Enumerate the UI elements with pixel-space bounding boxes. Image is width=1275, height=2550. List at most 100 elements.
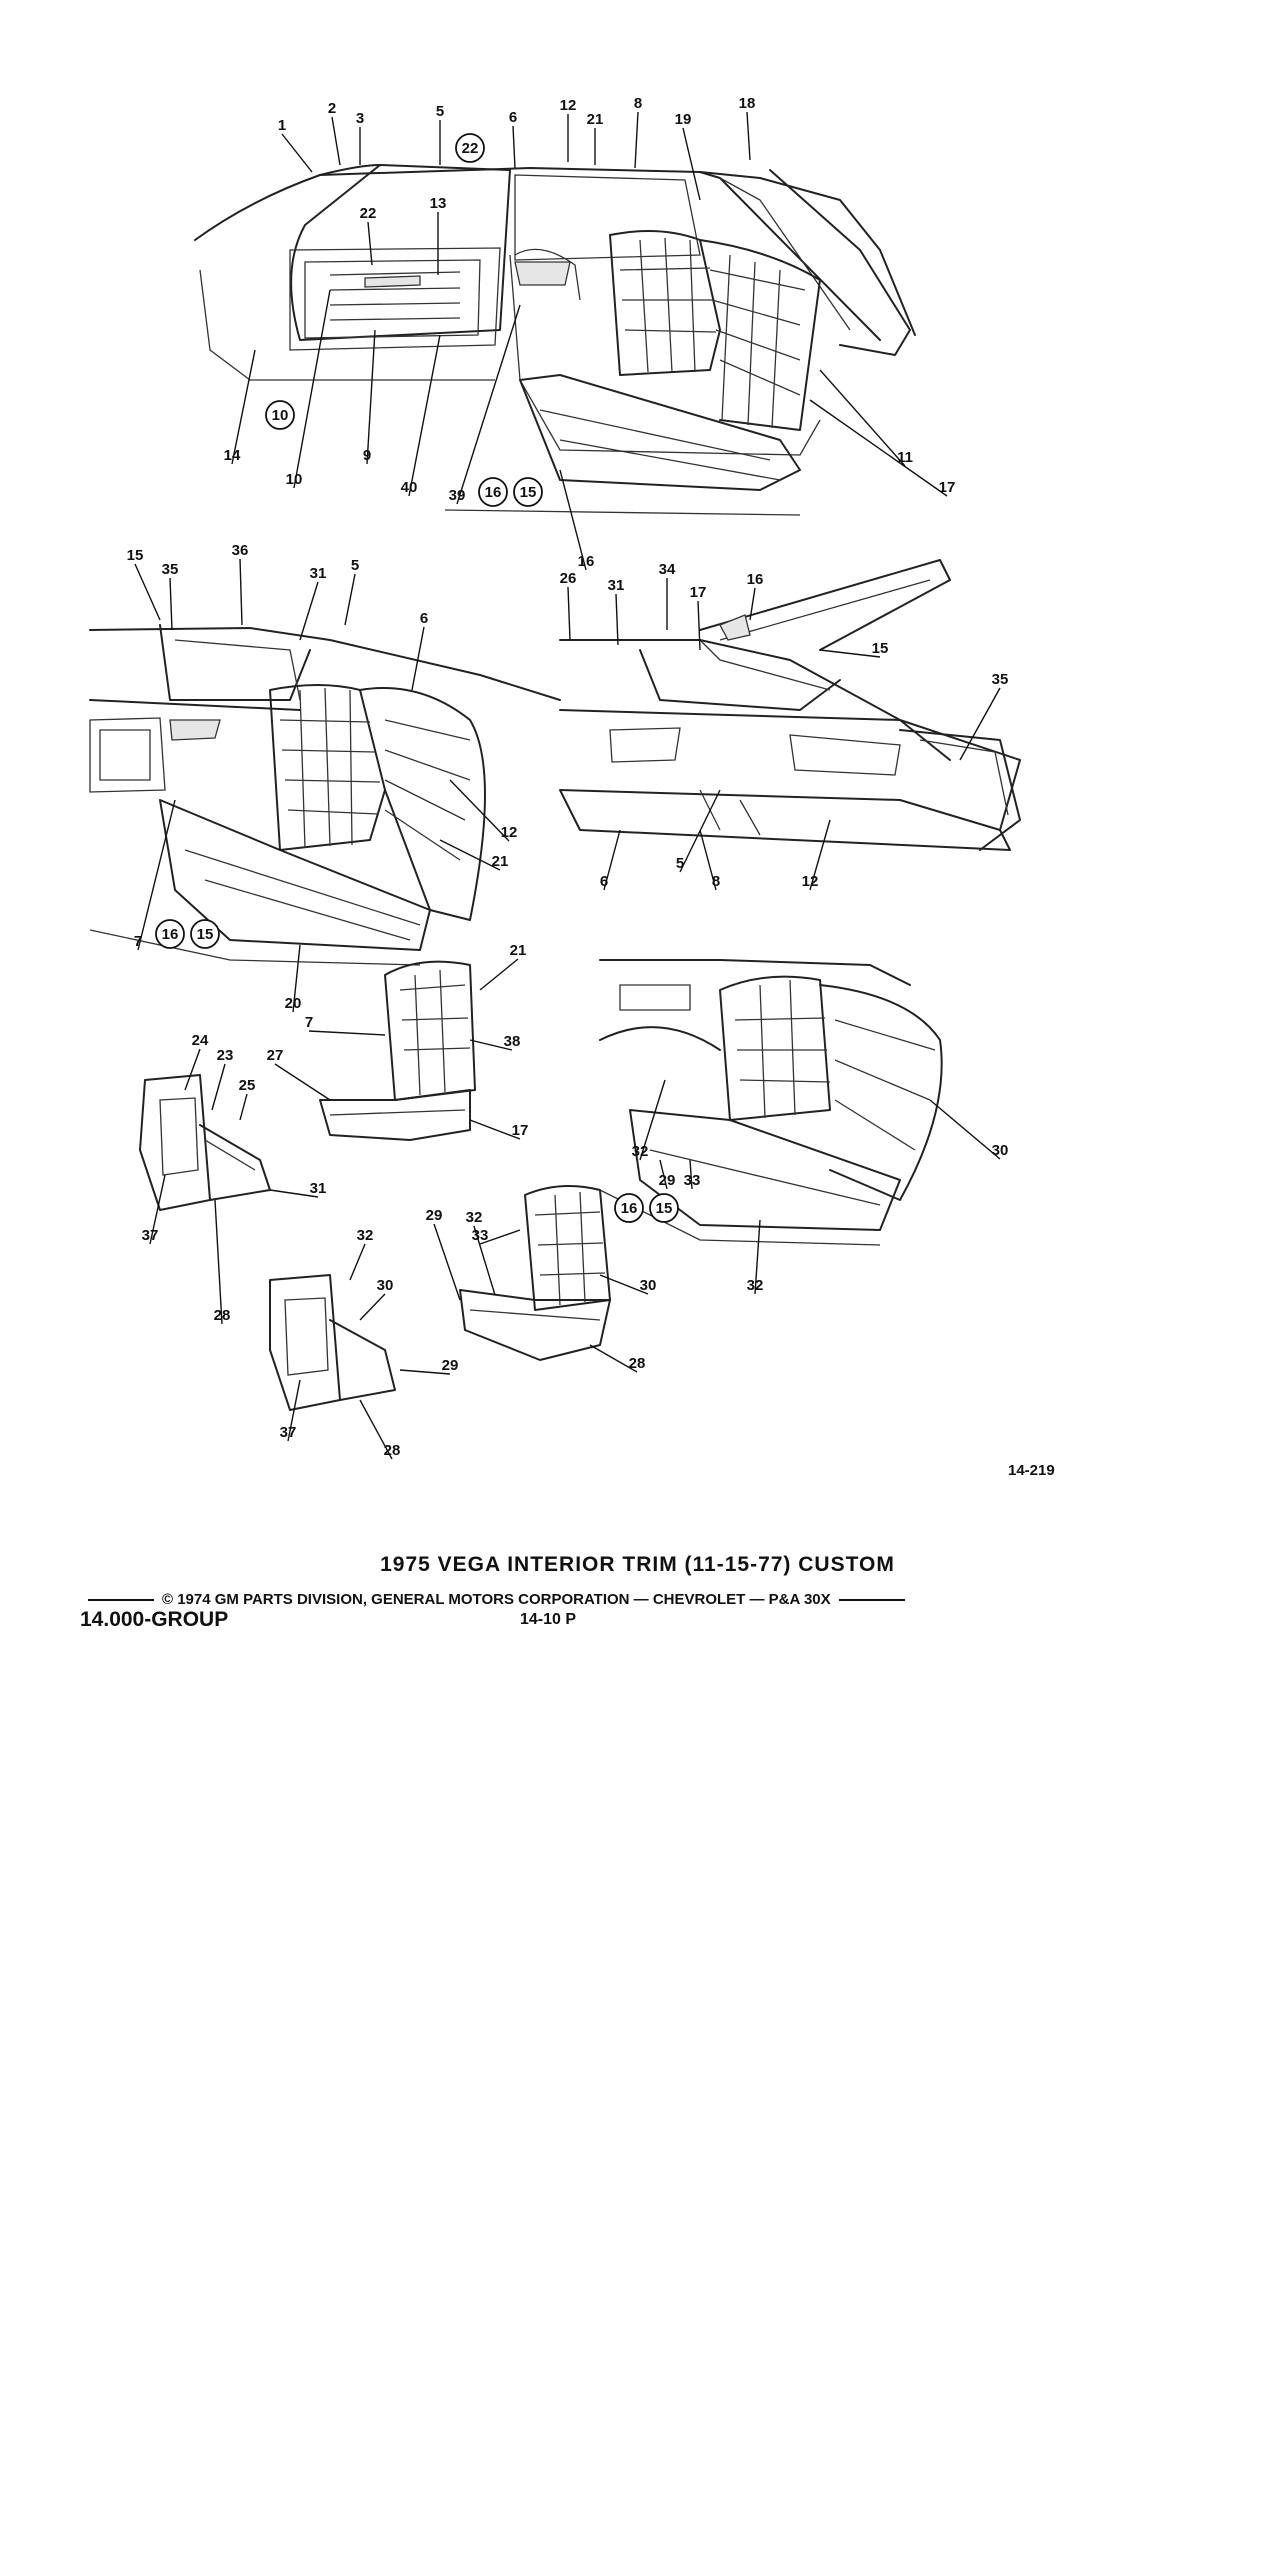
callout-32: 32	[357, 1227, 374, 1244]
callout-leader	[308, 1030, 386, 1036]
callout-6: 6	[600, 873, 608, 890]
callout-18: 18	[739, 95, 756, 112]
callout-leader	[359, 1293, 386, 1321]
callout-leader	[469, 1039, 513, 1051]
badge-circle	[455, 133, 485, 163]
callout-24: 24	[192, 1032, 209, 1049]
callout-leader	[819, 369, 906, 467]
callout-30: 30	[640, 1277, 657, 1294]
callout-15: 15	[127, 547, 144, 564]
callout-12: 12	[802, 873, 819, 890]
callout-leader	[331, 116, 341, 166]
view-sedan-rear-seat	[89, 624, 561, 966]
callout-leader	[293, 289, 331, 489]
callout-30: 30	[377, 1277, 394, 1294]
callout-12: 12	[501, 824, 518, 841]
callout-leader	[214, 1199, 223, 1325]
callout-leader	[399, 1369, 451, 1375]
callout-leader	[929, 1099, 1001, 1160]
callout-leader	[134, 563, 161, 621]
callout-leader	[479, 1229, 521, 1245]
callout-14: 14	[224, 447, 241, 464]
callout-leader	[559, 469, 587, 571]
badge-circle	[649, 1193, 679, 1223]
view-hatchback-rear-seat	[599, 959, 943, 1246]
callout-29: 29	[659, 1172, 676, 1189]
callout-leader	[749, 587, 756, 621]
callout-leader	[512, 125, 516, 169]
callout-33: 33	[472, 1227, 489, 1244]
callout-40: 40	[401, 479, 418, 496]
callout-37: 37	[142, 1227, 159, 1244]
callout-31: 31	[608, 577, 625, 594]
badge-label: 15	[520, 484, 537, 501]
callout-leader	[281, 133, 313, 173]
callout-17: 17	[690, 584, 707, 601]
badge-label: 16	[162, 926, 179, 943]
callout-leader	[299, 581, 319, 641]
badge-circle	[265, 400, 295, 430]
callout-21: 21	[510, 942, 527, 959]
callout-badges: 22 10 16 15 16 15 16 15	[155, 133, 679, 1223]
callout-26: 26	[560, 570, 577, 587]
interior-trim-exploded-diagram: 1235612218191822131491040391117161535363…	[89, 95, 1021, 1460]
callout-16: 16	[578, 553, 595, 570]
callout-29: 29	[442, 1357, 459, 1374]
callout-leader-lines	[134, 111, 1001, 1460]
callout-16: 16	[747, 571, 764, 588]
callout-leader	[366, 329, 376, 465]
callout-9: 9	[363, 447, 371, 464]
callout-17: 17	[939, 479, 956, 496]
callout-10: 10	[286, 471, 303, 488]
group-number: 14.000-GROUP	[80, 1608, 229, 1631]
callout-5: 5	[351, 557, 359, 574]
callout-35: 35	[992, 671, 1009, 688]
callout-6: 6	[509, 109, 517, 126]
badge-circle	[513, 477, 543, 507]
badge-15: 15	[190, 919, 220, 949]
badge-15: 15	[513, 477, 543, 507]
callout-8: 8	[712, 873, 720, 890]
badge-16: 16	[614, 1193, 644, 1223]
badge-label: 15	[656, 1200, 673, 1217]
badge-16: 16	[155, 919, 185, 949]
badge-label: 10	[272, 407, 289, 424]
badge-label: 22	[462, 140, 479, 157]
callout-30: 30	[992, 1142, 1009, 1159]
callout-leader	[682, 127, 701, 201]
callout-leader	[959, 687, 1001, 761]
callout-6: 6	[420, 610, 428, 627]
callout-5: 5	[676, 855, 684, 872]
callout-leader	[659, 1159, 668, 1190]
callout-17: 17	[512, 1122, 529, 1139]
badge-circle	[478, 477, 508, 507]
callout-2: 2	[328, 100, 336, 117]
page-title: 1975 VEGA INTERIOR TRIM (11-15-77) CUSTO…	[380, 1553, 895, 1576]
callout-leader	[344, 573, 356, 626]
callout-leader	[456, 304, 521, 505]
callout-32: 32	[747, 1277, 764, 1294]
callout-leader	[149, 1174, 166, 1245]
callout-31: 31	[310, 565, 327, 582]
callout-leader	[239, 1093, 248, 1121]
callout-leader	[239, 558, 243, 626]
callout-leader	[697, 600, 701, 651]
badge-10: 10	[265, 400, 295, 430]
callout-leader	[603, 829, 621, 891]
badge-15: 15	[649, 1193, 679, 1223]
callout-leader	[359, 1399, 393, 1460]
callout-leader	[479, 958, 519, 991]
callout-leader	[274, 1063, 331, 1101]
callout-leader	[439, 839, 501, 871]
callout-7: 7	[305, 1014, 313, 1031]
copyright-line: © 1974 GM PARTS DIVISION, GENERAL MOTORS…	[80, 1591, 913, 1608]
callout-leader	[211, 1063, 226, 1111]
callout-leader	[754, 1219, 761, 1295]
callout-33: 33	[684, 1172, 701, 1189]
callout-13: 13	[430, 195, 447, 212]
callout-leader	[639, 1079, 666, 1161]
callout-leader	[689, 1159, 693, 1190]
callout-leader	[287, 1379, 301, 1442]
callout-21: 21	[587, 111, 604, 128]
